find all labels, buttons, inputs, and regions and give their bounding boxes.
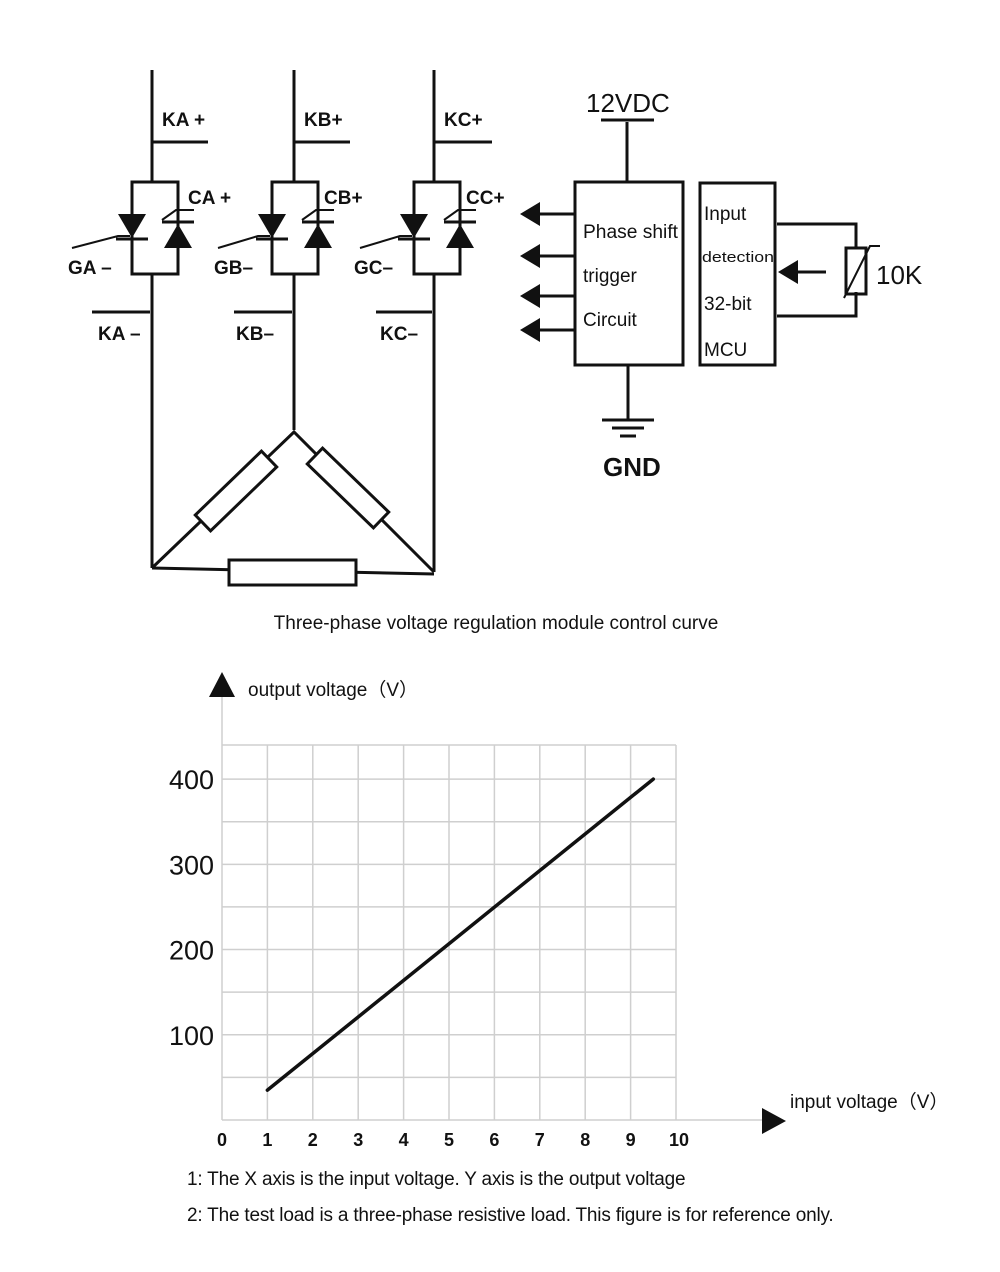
label-cc-plus: CC+ <box>466 188 505 209</box>
label-kc-minus: KC– <box>380 324 418 345</box>
label-kb-plus: KB+ <box>304 110 343 131</box>
chart-title: Three-phase voltage regulation module co… <box>274 613 719 634</box>
note-1: 1: The X axis is the input voltage. Y ax… <box>187 1169 686 1190</box>
phase-shift-trigger-block <box>520 118 685 438</box>
note-2: 2: The test load is a three-phase resist… <box>187 1205 834 1226</box>
y-axis-label: output voltage（V） <box>248 679 418 701</box>
label-kb-minus: KB– <box>236 324 274 345</box>
mcu-line-1: Input <box>704 204 747 225</box>
supply-label: 12VDC <box>586 88 670 118</box>
x-tick-label: 0 <box>217 1130 227 1150</box>
ground-label: GND <box>603 452 661 482</box>
label-ka-plus: KA + <box>162 110 205 131</box>
delta-resistive-load <box>150 429 436 587</box>
label-gc-minus: GC– <box>354 258 393 279</box>
label-ga-minus: GA – <box>68 258 112 279</box>
x-axis-arrow <box>762 1108 786 1134</box>
x-tick-label: 4 <box>399 1130 409 1150</box>
label-ka-minus: KA – <box>98 324 141 345</box>
x-tick-label: 6 <box>489 1130 499 1150</box>
x-tick-label: 10 <box>669 1130 689 1150</box>
x-axis-label: input voltage（V） <box>790 1091 948 1113</box>
series-line <box>265 777 656 1092</box>
y-tick-label: 200 <box>169 936 214 966</box>
label-cb-plus: CB+ <box>324 188 363 209</box>
x-tick-label: 3 <box>353 1130 363 1150</box>
trigger-line-3: Circuit <box>583 310 638 331</box>
y-tick-label: 300 <box>169 850 214 880</box>
y-axis-arrow <box>209 672 235 697</box>
label-ca-plus: CA + <box>188 188 231 209</box>
y-tick-label: 400 <box>169 765 214 795</box>
x-tick-label: 9 <box>626 1130 636 1150</box>
trigger-line-2: trigger <box>583 266 638 287</box>
control-curve-chart: 0 1 2 3 4 5 6 7 8 9 10 100 200 300 400 <box>169 672 786 1150</box>
label-gb-minus: GB– <box>214 258 253 279</box>
x-tick-label: 8 <box>580 1130 590 1150</box>
x-tick-label: 2 <box>308 1130 318 1150</box>
potentiometer-label: 10K <box>876 260 923 290</box>
y-tick-label: 100 <box>169 1021 214 1051</box>
x-tick-label: 5 <box>444 1130 454 1150</box>
x-tick-label: 7 <box>535 1130 545 1150</box>
x-tick-label: 1 <box>262 1130 272 1150</box>
thyristor-phase-c <box>359 70 492 572</box>
mcu-line-4: MCU <box>704 340 747 361</box>
mcu-line-3: 32-bit <box>704 294 752 315</box>
thyristor-phase-a <box>71 70 208 568</box>
mcu-block <box>698 181 880 367</box>
thyristor-phase-b <box>217 70 350 430</box>
label-kc-plus: KC+ <box>444 110 483 131</box>
trigger-line-1: Phase shift <box>583 222 679 243</box>
mcu-line-2: detection <box>702 249 774 266</box>
